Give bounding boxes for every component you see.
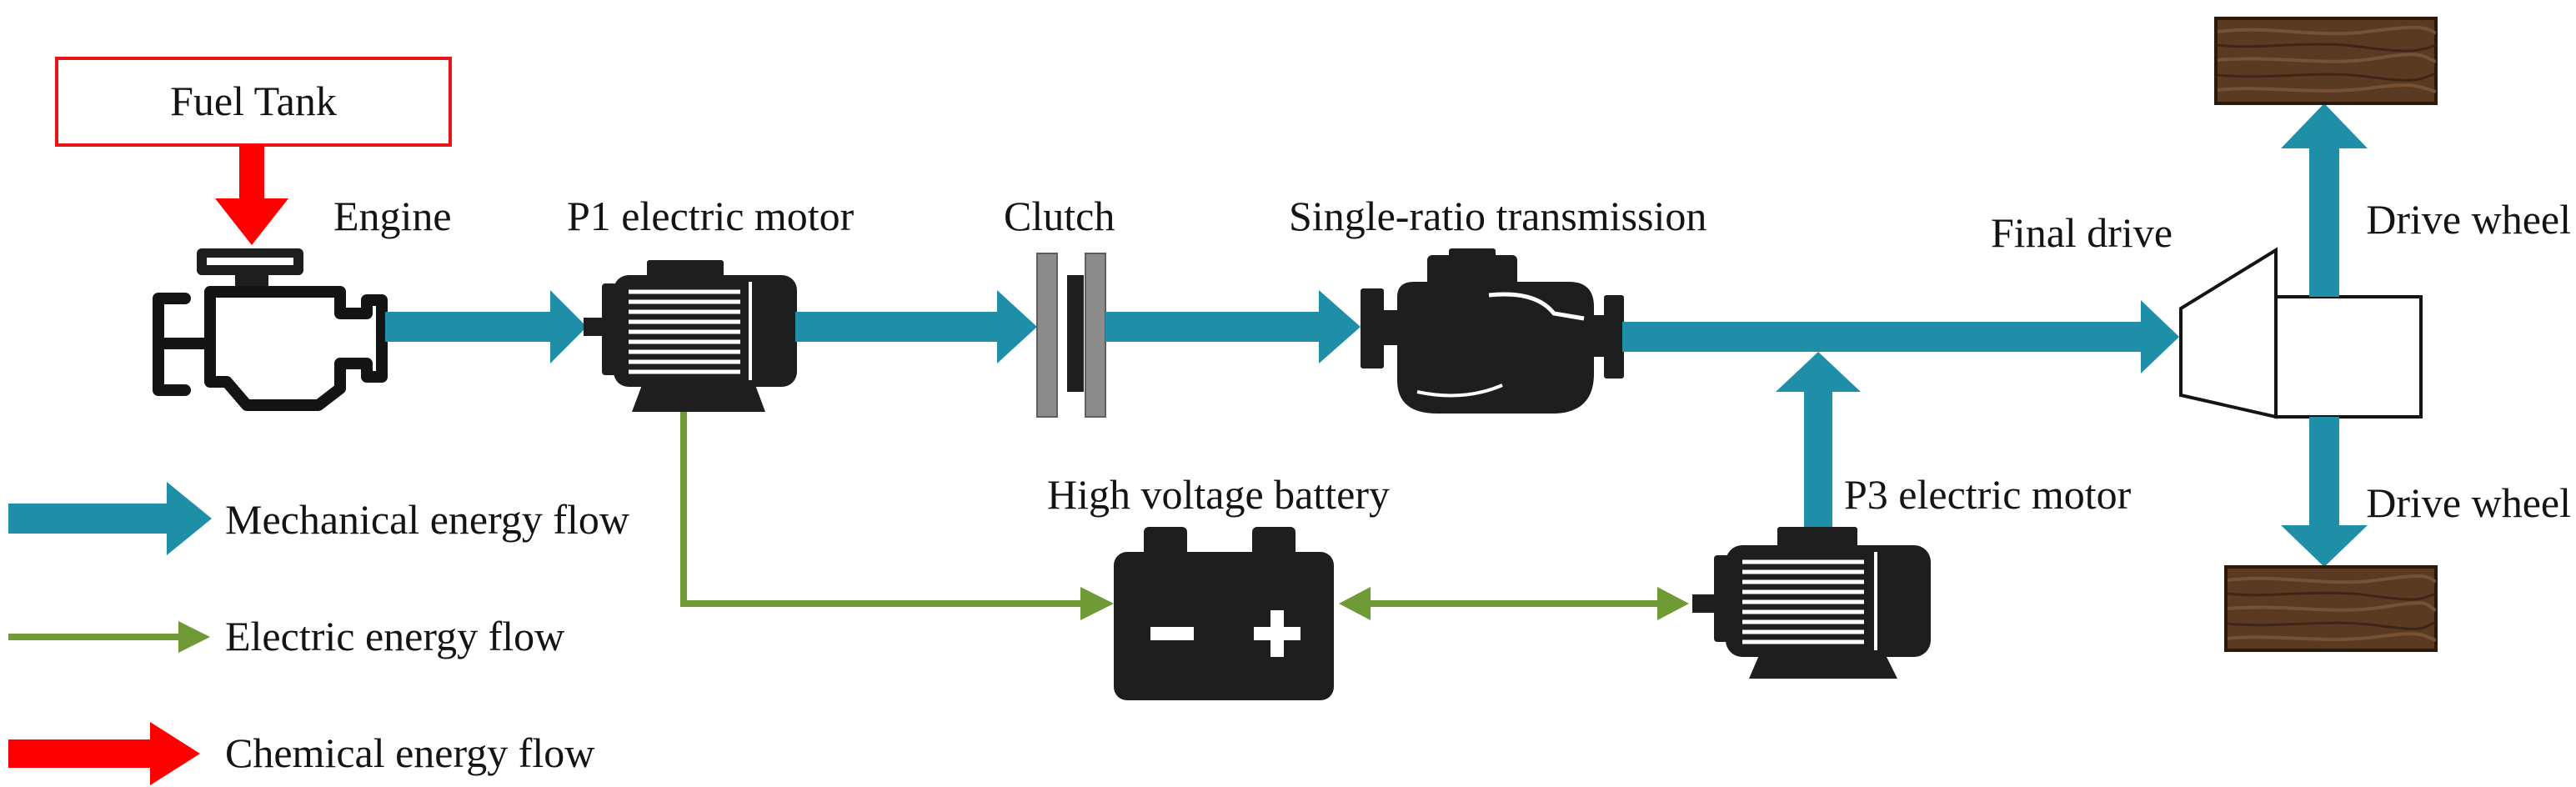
mechanical-arrow-head <box>550 290 587 363</box>
final-drive-bevel-gear <box>2179 247 2278 419</box>
mechanical-arrow-to-bottom-wheel <box>2281 417 2368 567</box>
legend: Mechanical energy flow Electric energy f… <box>8 482 629 785</box>
transmission-label: Single-ratio transmission <box>1289 193 1706 239</box>
drive-wheel-bottom <box>2224 565 2438 652</box>
drive-wheel-bottom-label: Drive wheel <box>2366 479 2571 526</box>
mechanical-arrow-head <box>1776 352 1861 392</box>
plus-icon-vertical <box>1270 610 1284 657</box>
electric-flow-arrow-head-left <box>1339 587 1371 620</box>
mechanical-arrow-clutch-to-transmission <box>1105 290 1361 363</box>
transmission-input-flange <box>1361 288 1384 368</box>
mechanical-arrow-head <box>2141 300 2179 373</box>
mechanical-arrow-head <box>2281 525 2368 567</box>
legend-electric-arrow-head <box>178 621 210 653</box>
p1-motor-terminal-box <box>647 260 724 278</box>
p1-motor-fins <box>629 289 740 374</box>
mechanical-arrow-transmission-to-final-drive <box>1622 300 2179 373</box>
legend-chemical-arrow-shaft <box>8 739 152 768</box>
mechanical-arrow-to-top-wheel <box>2281 103 2368 297</box>
p3-motor-terminal-box <box>1777 527 1857 547</box>
drive-wheel-top-texture <box>2217 25 2436 93</box>
chemical-arrow-shaft <box>239 145 264 200</box>
p1-motor-label: P1 electric motor <box>567 193 854 239</box>
transmission-top-cover <box>1427 255 1517 288</box>
engine-block <box>204 286 388 411</box>
transmission-output-neck <box>1592 315 1606 357</box>
legend-chemical-label: Chemical energy flow <box>225 729 594 776</box>
p3-motor-label: P3 electric motor <box>1844 471 2132 518</box>
clutch-icon <box>1036 253 1106 418</box>
electric-flow-arrow-head <box>1080 587 1114 620</box>
mechanical-arrow-engine-to-p1 <box>385 290 587 363</box>
chemical-flow-arrow-tank-to-engine <box>215 145 288 245</box>
battery-icon <box>1114 527 1334 700</box>
mechanical-arrow-shaft <box>1105 312 1321 342</box>
final-drive-differential <box>2274 295 2423 419</box>
minus-icon <box>1150 627 1194 640</box>
mechanical-arrow-p3-to-driveline <box>1776 352 1861 527</box>
transmission-output-flange <box>1604 295 1624 378</box>
transmission-icon <box>1361 248 1624 414</box>
engine-icon <box>153 248 388 411</box>
electric-flow-p1-to-battery <box>680 412 1114 620</box>
mechanical-arrow-shaft <box>385 312 552 342</box>
legend-mechanical-arrow-head <box>167 482 212 555</box>
mechanical-arrow-shaft <box>2309 417 2339 527</box>
mechanical-arrow-head <box>2281 103 2368 148</box>
mechanical-arrow-shaft <box>2309 147 2339 297</box>
drive-wheel-top <box>2214 17 2438 105</box>
final-drive-label: Final drive <box>1991 209 2173 256</box>
mechanical-arrow-shaft <box>1804 388 1832 527</box>
transmission-detail-line <box>1488 292 1585 321</box>
legend-item-mechanical: Mechanical energy flow <box>8 482 629 555</box>
mechanical-arrow-shaft <box>1622 322 2142 352</box>
p1-electric-motor-icon <box>584 260 797 412</box>
transmission-input-neck <box>1382 310 1399 345</box>
mechanical-arrow-head <box>1319 290 1361 363</box>
final-drive-icon <box>2179 247 2423 419</box>
battery-terminal-positive <box>1252 527 1296 557</box>
clutch-plate-right <box>1085 253 1106 418</box>
legend-item-chemical: Chemical energy flow <box>8 722 594 785</box>
legend-mechanical-arrow-shaft <box>8 504 168 534</box>
transmission-housing <box>1397 282 1594 414</box>
fuel-tank-label: Fuel Tank <box>170 78 337 124</box>
p3-motor-base <box>1749 655 1897 679</box>
p1-motor-end-face <box>602 283 617 375</box>
p3-motor-end-face <box>1714 555 1729 642</box>
legend-electric-label: Electric energy flow <box>225 613 564 659</box>
legend-mechanical-label: Mechanical energy flow <box>225 496 629 543</box>
mechanical-arrow-head <box>997 290 1037 363</box>
fuel-tank-box <box>55 57 452 147</box>
p3-electric-motor-icon <box>1692 527 1931 679</box>
chemical-arrow-head <box>215 198 288 245</box>
electric-flow-battery-p3-bidirectional <box>1339 587 1689 620</box>
clutch-plate-left <box>1036 253 1058 418</box>
transmission-detail-line <box>1416 383 1503 398</box>
p1-motor-shaft <box>584 318 605 336</box>
electric-flow-arrow-head-right <box>1657 587 1689 620</box>
battery-label: High voltage battery <box>1047 471 1390 518</box>
engine-label: Engine <box>333 193 452 239</box>
legend-chemical-arrow-head <box>150 722 200 785</box>
battery-terminal-negative <box>1144 527 1187 557</box>
mechanical-arrow-p1-to-clutch <box>795 290 1037 363</box>
battery-body <box>1114 552 1334 700</box>
drive-wheel-top-label: Drive wheel <box>2366 196 2571 243</box>
engine-valve-cover-line <box>207 258 293 265</box>
transmission-top-knob <box>1449 248 1496 260</box>
p1-motor-base <box>632 385 765 412</box>
p3-motor-shaft <box>1692 594 1717 613</box>
p3-motor-fins <box>1742 559 1864 644</box>
clutch-label: Clutch <box>1004 193 1115 239</box>
mechanical-arrow-shaft <box>795 312 999 342</box>
legend-item-electric: Electric energy flow <box>8 613 564 659</box>
drive-wheel-bottom-texture <box>2227 574 2436 642</box>
electric-flow-line <box>680 412 1084 607</box>
clutch-disc <box>1067 275 1084 392</box>
fuel-tank: Fuel Tank <box>55 57 452 147</box>
